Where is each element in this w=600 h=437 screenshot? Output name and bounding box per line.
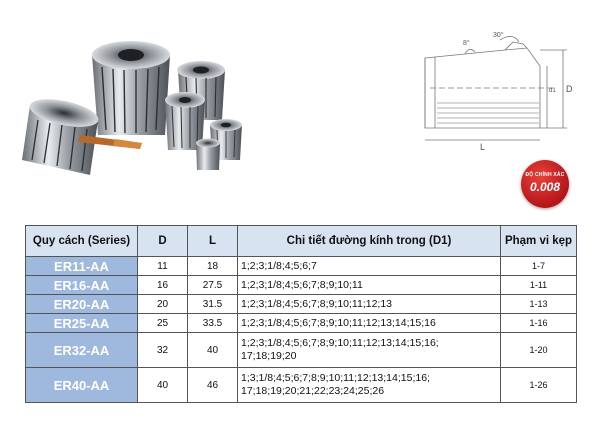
d-cell: 32 [137, 332, 188, 368]
precision-badge-label: ĐỘ CHÍNH XÁC [525, 172, 565, 178]
angle-30-label: 30° [493, 31, 504, 39]
d-cell: 25 [137, 313, 188, 333]
l-cell: 33.5 [187, 313, 238, 333]
header-inner-diameter: Chi tiết đường kính trong (D1) [237, 225, 501, 257]
inner-diameter-cell: 1;2;3;1/8;4;5;6;7;8;9;10;11 [237, 275, 501, 295]
inner-diameter-cell: 1;2;3;1/8;4;5;6;7 [237, 256, 501, 276]
spec-table: Quy cách (Series) D L Chi tiết đường kín… [25, 225, 577, 403]
series-cell: ER16-AA [25, 275, 138, 295]
range-cell: 1-20 [500, 332, 577, 368]
table-row: ER11-AA 11 18 1;2;3;1/8;4;5;6;7 1-7 [25, 256, 577, 276]
range-cell: 1-13 [500, 294, 577, 314]
l-cell: 18 [187, 256, 238, 276]
header-d: D [137, 225, 188, 257]
collet-technical-drawing: 8° 30° d1 D L [424, 31, 573, 152]
header-l: L [187, 225, 238, 257]
dim-d1-label: d1 [549, 88, 556, 94]
l-cell: 40 [187, 332, 238, 368]
header-series: Quy cách (Series) [25, 225, 138, 257]
l-cell: 27.5 [187, 275, 238, 295]
series-cell: ER32-AA [25, 332, 138, 368]
dim-l-label: L [480, 142, 485, 152]
l-cell: 46 [187, 367, 238, 403]
dim-d-label: D [566, 84, 573, 94]
inner-diameter-cell: 1;3;1/8;4;5;6;7;8;9;10;11;12;13;14;15;16… [237, 367, 501, 403]
inner-diameter-cell: 1;2;3;1/8;4;5;6;7;8;9;10;11;12;13 [237, 294, 501, 314]
range-cell: 1-11 [500, 275, 577, 295]
collet-mini [196, 138, 220, 170]
table-row: ER32-AA 32 40 1;2;3;1/8;4;5;6;7;8;9;10;1… [25, 332, 577, 368]
header-clamping-range: Phạm vi kẹp [500, 225, 577, 257]
table-header-row: Quy cách (Series) D L Chi tiết đường kín… [25, 225, 577, 257]
table-row: ER20-AA 20 31.5 1;2;3;1/8;4;5;6;7;8;9;10… [25, 294, 577, 314]
angle-8-label: 8° [463, 39, 470, 47]
collet-small [165, 92, 205, 150]
inner-diameter-cell: 1;2;3;1/8;4;5;6;7;8;9;10;11;12;13;14;15;… [237, 332, 501, 368]
collet-product-photo [22, 41, 242, 175]
collet-large [92, 41, 170, 135]
range-cell: 1-7 [500, 256, 577, 276]
series-cell: ER20-AA [25, 294, 138, 314]
table-row: ER40-AA 40 46 1;3;1/8;4;5;6;7;8;9;10;11;… [25, 367, 577, 403]
d-cell: 16 [137, 275, 188, 295]
range-cell: 1-26 [500, 367, 577, 403]
collet-left [22, 99, 142, 175]
table-row: ER25-AA 25 33.5 1;2;3;1/8;4;5;6;7;8;9;10… [25, 313, 577, 333]
series-cell: ER11-AA [25, 256, 138, 276]
range-cell: 1-16 [500, 313, 577, 333]
table-row: ER16-AA 16 27.5 1;2;3;1/8;4;5;6;7;8;9;10… [25, 275, 577, 295]
d-cell: 40 [137, 367, 188, 403]
series-cell: ER40-AA [25, 367, 138, 403]
d-cell: 20 [137, 294, 188, 314]
series-cell: ER25-AA [25, 313, 138, 333]
l-cell: 31.5 [187, 294, 238, 314]
inner-diameter-cell: 1;2;3;1/8;4;5;6;7;8;9;10;11;12;13;14;15;… [237, 313, 501, 333]
precision-badge: ĐỘ CHÍNH XÁC 0.008 [521, 160, 569, 208]
d-cell: 11 [137, 256, 188, 276]
precision-badge-value: 0.008 [529, 180, 561, 194]
